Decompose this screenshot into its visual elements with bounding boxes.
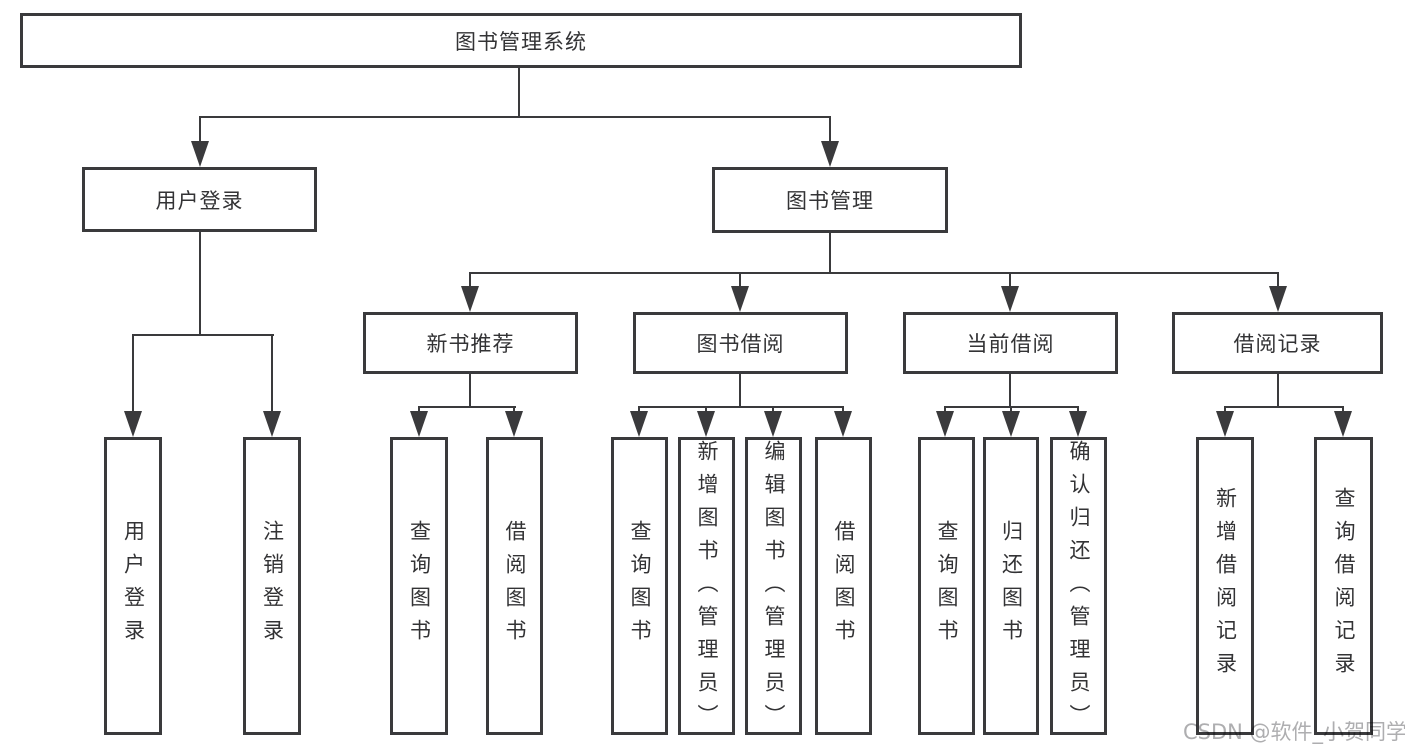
arrow-down-icon xyxy=(505,411,523,437)
node-book-management-label: 图书管理 xyxy=(786,189,874,213)
leaf-cb-return-book: 归还图书 xyxy=(983,437,1039,735)
node-book-borrow: 图书借阅 xyxy=(633,312,848,374)
node-user-login: 用户登录 xyxy=(82,167,317,232)
leaf-cb-query-book-label: 查询图书 xyxy=(935,520,959,652)
connector-line xyxy=(469,272,471,290)
node-root-label: 图书管理系统 xyxy=(455,29,587,54)
leaf-logout: 注销登录 xyxy=(243,437,301,735)
connector-line xyxy=(418,406,516,408)
arrow-down-icon xyxy=(461,286,479,312)
arrow-down-icon xyxy=(936,411,954,437)
node-borrow-record: 借阅记录 xyxy=(1172,312,1383,374)
arrow-down-icon xyxy=(834,411,852,437)
connector-line xyxy=(1224,406,1344,408)
node-root: 图书管理系统 xyxy=(20,13,1022,68)
arrow-down-icon xyxy=(191,141,209,167)
arrow-down-icon xyxy=(1334,411,1352,437)
leaf-cb-return-book-label: 归还图书 xyxy=(999,520,1024,652)
leaf-bb-edit-book-admin: 编辑图书（管理员） xyxy=(745,437,802,737)
connector-line xyxy=(518,68,520,117)
leaf-br-add-record-label: 新增借阅记录 xyxy=(1213,487,1238,685)
arrow-down-icon xyxy=(630,411,648,437)
arrow-down-icon xyxy=(263,411,281,437)
arrow-down-icon xyxy=(1269,286,1287,312)
connector-line xyxy=(829,233,831,274)
connector-line xyxy=(199,232,201,336)
arrow-down-icon xyxy=(1216,411,1234,437)
leaf-nb-query-book: 查询图书 xyxy=(390,437,448,735)
connector-line xyxy=(469,272,1279,274)
csdn-watermark: CSDN @软件_小贺同学 xyxy=(1183,720,1405,744)
leaf-bb-borrow-book: 借阅图书 xyxy=(815,437,872,735)
arrow-down-icon xyxy=(1069,411,1087,437)
arrow-down-icon xyxy=(1002,411,1020,437)
arrow-down-icon xyxy=(124,411,142,437)
arrow-down-icon xyxy=(697,411,715,437)
arrow-down-icon xyxy=(764,411,782,437)
connector-line xyxy=(1277,272,1279,290)
leaf-user-login: 用户登录 xyxy=(104,437,162,735)
node-current-borrow-label: 当前借阅 xyxy=(966,332,1055,356)
arrow-down-icon xyxy=(731,286,749,312)
node-book-management: 图书管理 xyxy=(712,167,948,233)
connector-line xyxy=(1009,374,1011,408)
connector-line xyxy=(739,272,741,290)
leaf-bb-query-book-label: 查询图书 xyxy=(628,520,652,652)
leaf-cb-confirm-return-admin: 确认归还（管理员） xyxy=(1050,437,1107,737)
leaf-cb-confirm-return-admin-label: 确认归还（管理员） xyxy=(1067,440,1091,737)
node-user-login-label: 用户登录 xyxy=(155,188,244,213)
leaf-bb-borrow-book-label: 借阅图书 xyxy=(832,520,856,652)
connector-line xyxy=(1009,272,1011,290)
leaf-br-query-record-label: 查询借阅记录 xyxy=(1332,487,1356,685)
leaf-br-query-record: 查询借阅记录 xyxy=(1314,437,1373,735)
arrow-down-icon xyxy=(821,141,839,167)
leaf-bb-add-book-admin: 新增图书（管理员） xyxy=(678,437,735,737)
leaf-nb-query-book-label: 查询图书 xyxy=(407,520,432,652)
connector-line xyxy=(271,334,273,414)
connector-line xyxy=(739,374,741,408)
leaf-bb-add-book-admin-label: 新增图书（管理员） xyxy=(695,440,719,737)
leaf-br-add-record: 新增借阅记录 xyxy=(1196,437,1254,735)
node-book-borrow-label: 图书借阅 xyxy=(696,332,785,356)
leaf-cb-query-book: 查询图书 xyxy=(918,437,975,735)
leaf-bb-query-book: 查询图书 xyxy=(611,437,668,735)
connector-line xyxy=(132,334,274,336)
arrow-down-icon xyxy=(410,411,428,437)
connector-line xyxy=(829,116,831,146)
node-new-book-recommend-label: 新书推荐 xyxy=(426,332,515,356)
connector-line xyxy=(199,116,201,146)
arrow-down-icon xyxy=(1001,286,1019,312)
leaf-user-login-label: 用户登录 xyxy=(121,520,146,652)
connector-line xyxy=(469,374,471,408)
node-current-borrow: 当前借阅 xyxy=(903,312,1118,374)
leaf-logout-label: 注销登录 xyxy=(260,520,285,652)
connector-line xyxy=(132,334,134,414)
connector-line xyxy=(1277,374,1279,408)
leaf-bb-edit-book-admin-label: 编辑图书（管理员） xyxy=(762,440,786,737)
node-borrow-record-label: 借阅记录 xyxy=(1233,332,1322,356)
leaf-nb-borrow-book: 借阅图书 xyxy=(486,437,543,735)
node-new-book-recommend: 新书推荐 xyxy=(363,312,578,374)
leaf-nb-borrow-book-label: 借阅图书 xyxy=(503,520,527,652)
connector-line xyxy=(638,406,844,408)
connector-line xyxy=(199,116,831,118)
